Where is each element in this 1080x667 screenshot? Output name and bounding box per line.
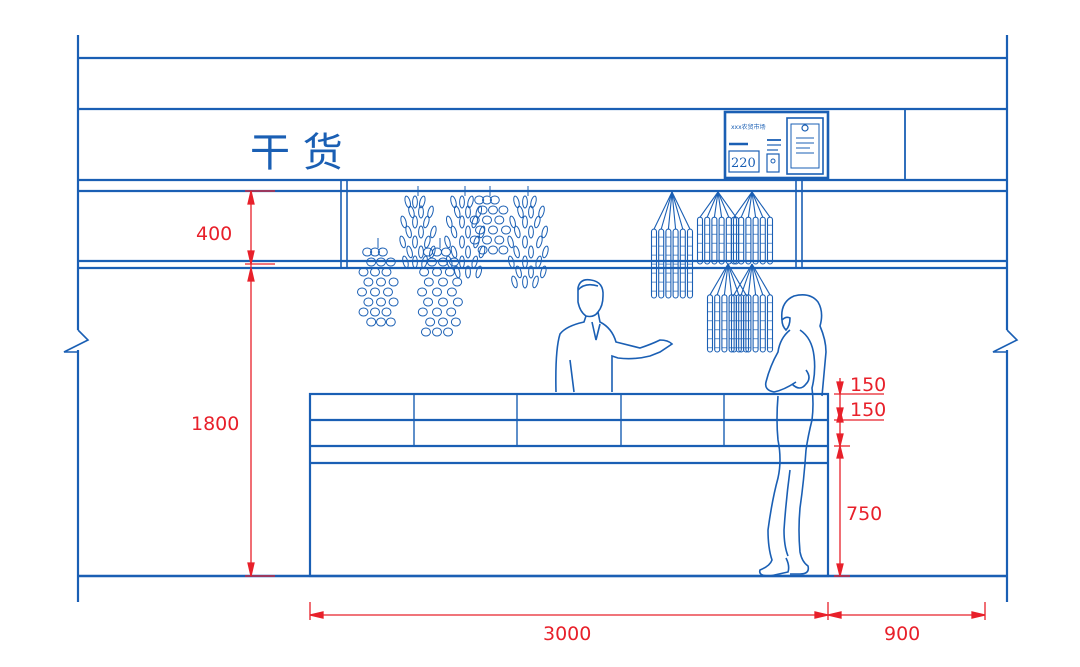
info-board: xxx农贸市场 220 [723, 110, 830, 180]
info-board-caption: xxx农贸市场 [731, 123, 766, 131]
dim-counter-base: 750 [846, 503, 882, 525]
dim-beam-height: 400 [196, 223, 232, 245]
display-counter [308, 392, 830, 578]
dried-sausage-bunches-icon [650, 191, 774, 353]
vendor-figure-icon [555, 278, 674, 393]
dried-chili-pepper-bunches-icon [357, 186, 549, 337]
dim-counter-width: 3000 [543, 623, 591, 645]
dim-side-width: 900 [884, 623, 920, 645]
dim-counter-top-1: 150 [850, 374, 886, 396]
id-photo-icon [766, 153, 780, 173]
dim-counter-top-2: 150 [850, 399, 886, 421]
price-tag: 220 [731, 156, 756, 171]
dim-wall-height: 1800 [191, 413, 239, 435]
license-frame-icon [786, 117, 824, 175]
customer-figure-icon [758, 294, 827, 577]
shop-sign-title: 干 货 [250, 130, 343, 176]
dimension-lines [245, 190, 986, 620]
